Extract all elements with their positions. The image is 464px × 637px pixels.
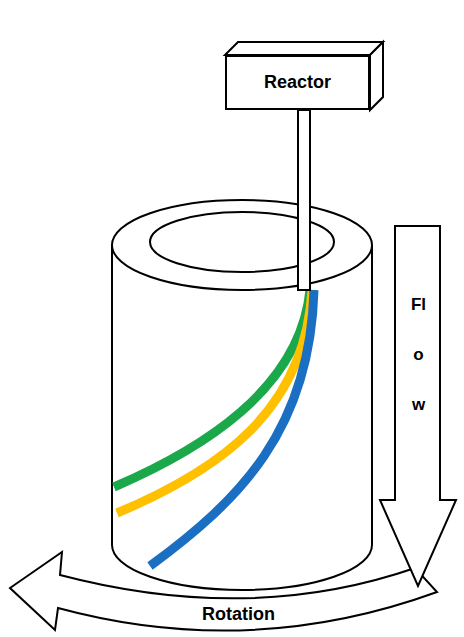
reactor-top-face — [225, 42, 383, 55]
cylinder-wall — [112, 245, 372, 590]
cylinder-top-rim — [112, 200, 372, 290]
feed-pipe — [298, 110, 310, 290]
reactor-label: Reactor — [264, 72, 331, 93]
rotation-label: Rotation — [202, 604, 275, 625]
flow-arrow: Flow — [378, 225, 458, 588]
flow-arrow-shape — [380, 226, 456, 586]
rotation-arrow — [10, 552, 437, 631]
yellow-band — [117, 290, 312, 513]
blue-band — [150, 290, 314, 566]
vertical-flow-label: Flow — [410, 280, 427, 430]
reactor-side-face — [370, 42, 383, 110]
reactor-box: Reactor — [225, 55, 370, 110]
